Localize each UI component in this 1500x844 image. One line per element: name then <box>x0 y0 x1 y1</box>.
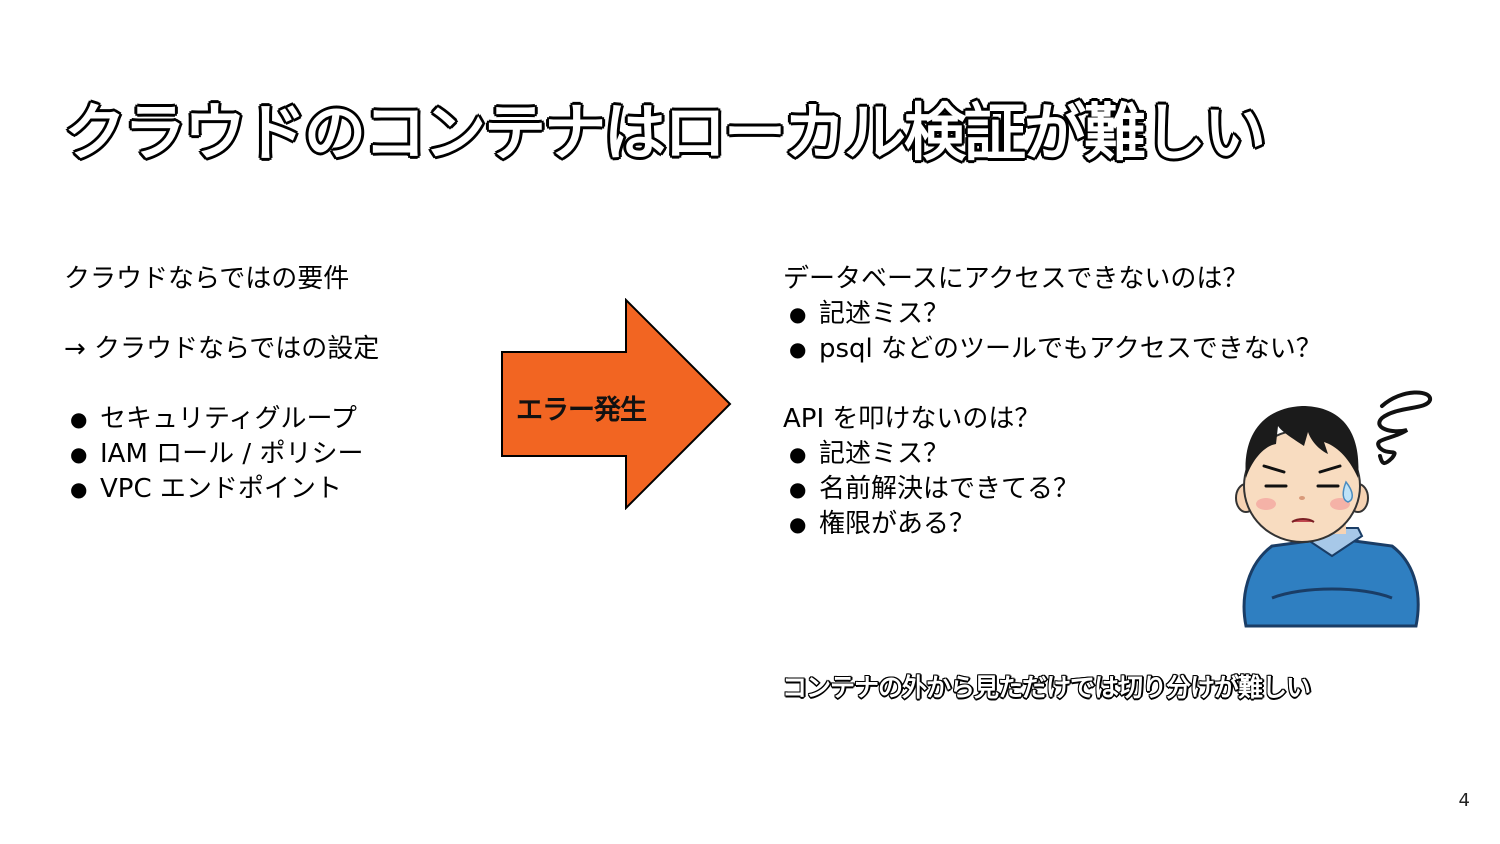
list-item: ● VPC エンドポイント <box>64 472 379 507</box>
list-item: ● 名前解決はできてる？ <box>783 472 1322 507</box>
bullet-icon: ● <box>789 442 807 466</box>
bullet-icon: ● <box>789 337 807 361</box>
left-subheading: → クラウドならではの設定 <box>64 334 380 364</box>
right-column: データベースにアクセスできないのは？ ● 記述ミス？ ● psql などのツール… <box>783 262 1322 542</box>
right-arrow-icon <box>501 298 732 510</box>
slide-title: クラウドのコンテナはローカル検証が難しい <box>64 96 1266 169</box>
bullet-icon: ● <box>789 302 807 326</box>
page-number: 4 <box>1458 790 1470 811</box>
bullet-icon: ● <box>70 442 88 466</box>
bullet-icon: ● <box>70 477 88 501</box>
worried-person-icon <box>1235 390 1432 628</box>
bottom-note: コンテナの外から見ただけでは切り分けが難しい <box>782 673 1311 702</box>
list-item: ● IAM ロール / ポリシー <box>64 437 379 472</box>
list-item: ● セキュリティグループ <box>64 402 379 437</box>
list-item: ● 記述ミス？ <box>783 437 1322 472</box>
left-heading: クラウドならではの要件 <box>64 264 350 294</box>
bullet-icon: ● <box>789 512 807 536</box>
bullet-icon: ● <box>70 407 88 431</box>
question-db: データベースにアクセスできないのは？ <box>783 264 1249 294</box>
list-item: ● 権限がある？ <box>783 507 1322 542</box>
list-item: ● 記述ミス？ <box>783 297 1322 332</box>
arrow-label: エラー発生 <box>516 395 647 426</box>
bullet-icon: ● <box>789 477 807 501</box>
list-item: ● psql などのツールでもアクセスできない？ <box>783 332 1322 367</box>
question-api: API を叩けないのは？ <box>783 404 1041 434</box>
left-column: クラウドならではの要件 → クラウドならではの設定 ● セキュリティグループ ●… <box>64 262 379 507</box>
